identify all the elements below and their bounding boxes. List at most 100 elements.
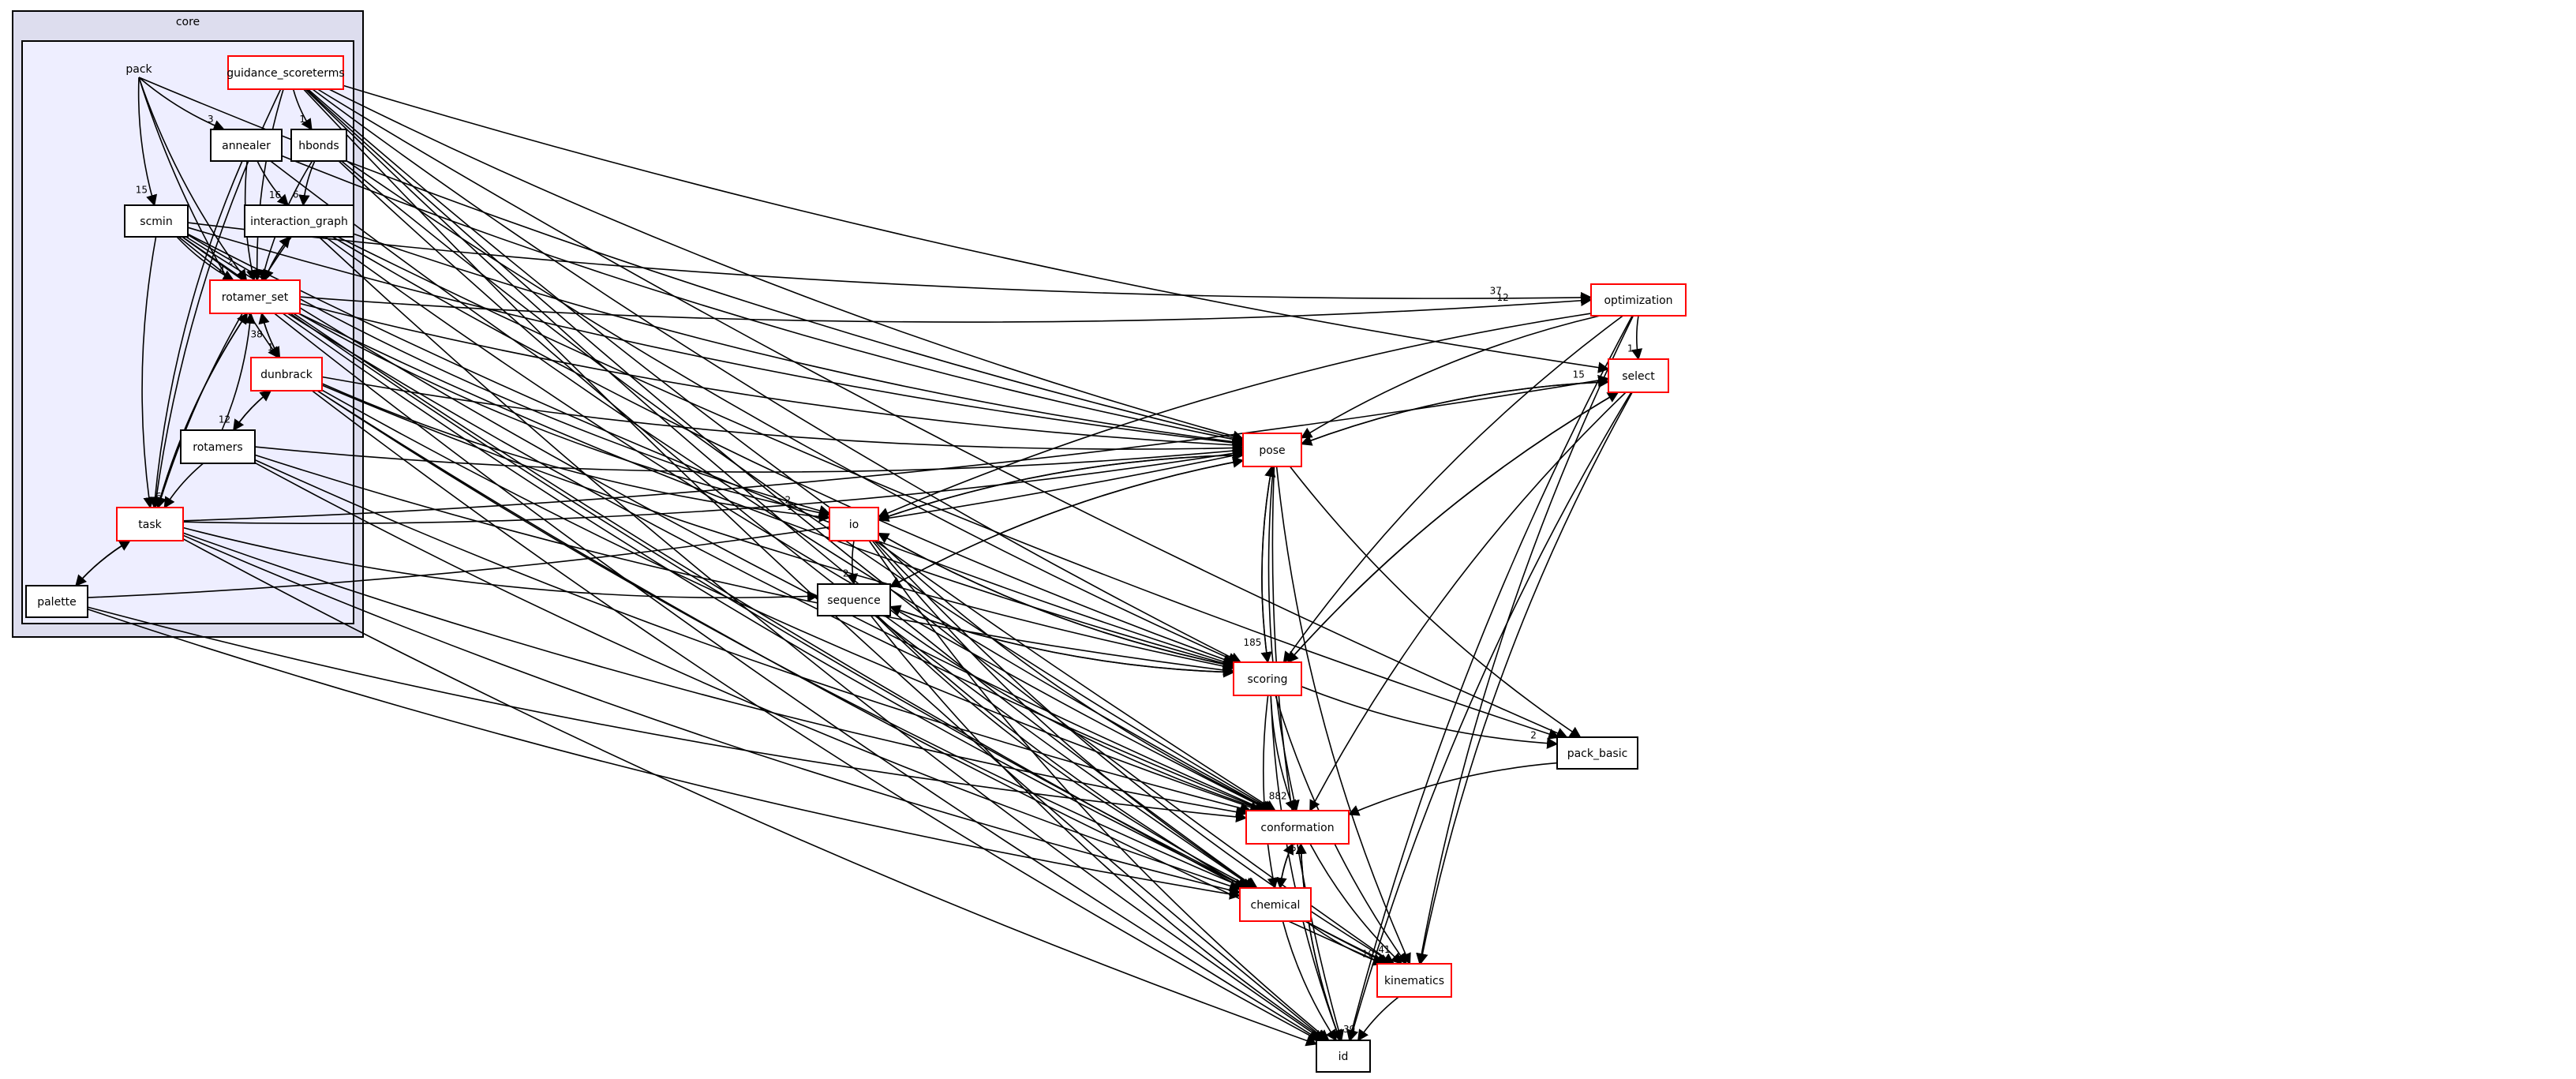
node-select[interactable]: select: [1608, 358, 1669, 393]
node-kinematics[interactable]: kinematics: [1376, 963, 1452, 998]
edge-rotamer_set-to-pose[interactable]: [299, 302, 1245, 451]
edge-scoring-to-io[interactable]: [877, 532, 1234, 667]
edge-select-to-pose[interactable]: [1300, 380, 1609, 446]
edge-optimization-to-select[interactable]: [1631, 315, 1643, 361]
node-optimization[interactable]: optimization: [1590, 283, 1687, 317]
edge-palette-to-task[interactable]: [75, 540, 131, 586]
edge-dunbrack-to-pose[interactable]: [321, 376, 1245, 454]
edge-sequence-to-kinematics[interactable]: [876, 615, 1391, 965]
edge-task-to-conformation[interactable]: [182, 532, 1248, 818]
edge-rotamers-to-rotamer_set[interactable]: [221, 312, 256, 431]
node-scmin-box[interactable]: [124, 204, 189, 238]
edge-guidance_scoreterms-to-pose[interactable]: [328, 88, 1245, 442]
edge-interaction_graph-to-pack_basic[interactable]: [337, 236, 1560, 740]
edge-guidance_scoreterms-to-pack_basic[interactable]: [317, 88, 1568, 739]
edge-dunbrack-to-rotamer_set[interactable]: [258, 312, 281, 358]
edge-sequence-to-conformation[interactable]: [884, 615, 1267, 813]
edge-dunbrack-to-io[interactable]: [321, 383, 831, 523]
edge-pose-to-conformation[interactable]: [1267, 466, 1300, 812]
node-chemical[interactable]: chemical: [1239, 887, 1312, 922]
node-rotamer-set-box[interactable]: [209, 279, 301, 314]
edge-rotamer_set-to-chemical[interactable]: [282, 313, 1249, 889]
edge-rotamer_set-to-scoring[interactable]: [298, 313, 1235, 669]
edge-dunbrack-to-scoring[interactable]: [321, 384, 1235, 673]
edge-rotamers-to-scoring[interactable]: [254, 454, 1235, 676]
edge-rotamers-to-pose[interactable]: [254, 444, 1245, 473]
edge-scoring-to-sequence[interactable]: [889, 605, 1234, 673]
edge-optimization-to-kinematics[interactable]: [1416, 315, 1634, 965]
node-rotamers-box[interactable]: [180, 429, 256, 464]
edge-optimization-to-pose[interactable]: [1300, 315, 1601, 439]
edge-guidance_scoreterms-to-kinematics[interactable]: [305, 88, 1395, 965]
edge-annealer-to-pose[interactable]: [281, 155, 1245, 445]
node-pose[interactable]: pose: [1242, 433, 1302, 467]
edge-task-to-chemical[interactable]: [182, 534, 1241, 896]
edge-interaction_graph-to-scoring[interactable]: [331, 236, 1235, 665]
node-id-box[interactable]: [1316, 1040, 1371, 1073]
edge-chemical-to-id[interactable]: [1282, 920, 1337, 1042]
edge-scoring-to-select[interactable]: [1287, 392, 1619, 663]
edge-pack_basic-to-conformation[interactable]: [1347, 762, 1558, 816]
edge-rotamers-to-conformation[interactable]: [254, 459, 1252, 814]
node-scmin[interactable]: scmin: [124, 204, 189, 238]
edge-task-to-select[interactable]: [182, 374, 1610, 522]
edge-rotamers-to-dunbrack[interactable]: [233, 390, 272, 431]
node-pack-basic-box[interactable]: [1556, 736, 1638, 770]
edge-sequence-to-id[interactable]: [870, 615, 1327, 1041]
edge-pose-to-id[interactable]: [1271, 466, 1345, 1042]
edge-guidance_scoreterms-to-rotamer_set[interactable]: [251, 88, 284, 282]
edge-interaction_graph-to-id[interactable]: [318, 236, 1325, 1041]
edge-id-to-conformation[interactable]: [1295, 842, 1341, 1041]
edge-pack-to-scmin[interactable]: [137, 77, 158, 207]
node-rotamers[interactable]: rotamers: [180, 429, 256, 464]
edge-scmin-to-rotamer_set[interactable]: [176, 236, 234, 281]
node-select-box[interactable]: [1608, 358, 1669, 393]
edge-task-to-pose[interactable]: [182, 448, 1245, 525]
edge-interaction_graph-to-pose[interactable]: [353, 233, 1245, 448]
node-dunbrack-box[interactable]: [250, 357, 323, 392]
edge-task-to-sequence[interactable]: [182, 526, 819, 602]
edge-hbonds-to-scoring[interactable]: [346, 160, 1240, 664]
edge-io-to-sequence[interactable]: [846, 540, 859, 586]
edge-optimization-to-io[interactable]: [877, 313, 1592, 519]
edge-interaction_graph-to-conformation[interactable]: [324, 236, 1271, 811]
node-rotamer-set[interactable]: rotamer_set: [209, 279, 301, 314]
edge-select-to-conformation[interactable]: [1309, 392, 1627, 812]
edge-scoring-to-pack_basic[interactable]: [1301, 685, 1559, 749]
node-task[interactable]: task: [116, 507, 184, 541]
node-guidance-scoreterms-box[interactable]: [227, 55, 344, 90]
edge-chemical-to-kinematics[interactable]: [1305, 920, 1385, 966]
node-conformation-box[interactable]: [1245, 810, 1350, 845]
edge-optimization-to-scoring[interactable]: [1282, 315, 1623, 664]
edge-select-to-scoring[interactable]: [1286, 392, 1619, 664]
edge-rotamer_set-to-io[interactable]: [298, 313, 831, 519]
edge-annealer-to-interaction_graph[interactable]: [256, 160, 289, 207]
edge-scmin-to-optimization[interactable]: [187, 222, 1593, 304]
edge-sequence-to-pose[interactable]: [889, 456, 1245, 588]
node-sequence[interactable]: sequence: [817, 583, 891, 616]
edge-guidance_scoreterms-to-conformation[interactable]: [307, 88, 1277, 811]
edge-rotamer_set-to-interaction_graph[interactable]: [264, 235, 291, 281]
edge-annealer-to-conformation[interactable]: [270, 160, 1273, 811]
node-interaction-graph-box[interactable]: [244, 204, 354, 238]
edge-scoring-to-chemical[interactable]: [1262, 695, 1279, 890]
node-id[interactable]: id: [1316, 1040, 1371, 1073]
edge-optimization-to-id[interactable]: [1346, 315, 1633, 1042]
edge-scmin-to-conformation[interactable]: [185, 236, 1267, 812]
edge-palette-to-chemical[interactable]: [87, 608, 1241, 900]
edge-conformation-to-kinematics[interactable]: [1309, 843, 1403, 965]
node-io-box[interactable]: [829, 507, 879, 541]
node-scoring-box[interactable]: [1233, 661, 1302, 696]
edge-rotamers-to-chemical[interactable]: [254, 462, 1241, 892]
edge-dunbrack-to-conformation[interactable]: [321, 389, 1262, 813]
cluster-pack[interactable]: pack: [21, 40, 354, 624]
edge-rotamer_set-to-conformation[interactable]: [286, 313, 1267, 812]
edge-task-to-rotamer_set[interactable]: [156, 312, 249, 508]
node-palette-box[interactable]: [25, 585, 88, 618]
edge-pose-to-kinematics[interactable]: [1275, 466, 1411, 965]
edge-scmin-to-pose[interactable]: [187, 227, 1245, 449]
edge-io-to-pose[interactable]: [878, 449, 1245, 521]
node-io[interactable]: io: [829, 507, 879, 541]
edge-chemical-to-conformation[interactable]: [1279, 842, 1294, 889]
node-task-box[interactable]: [116, 507, 184, 541]
